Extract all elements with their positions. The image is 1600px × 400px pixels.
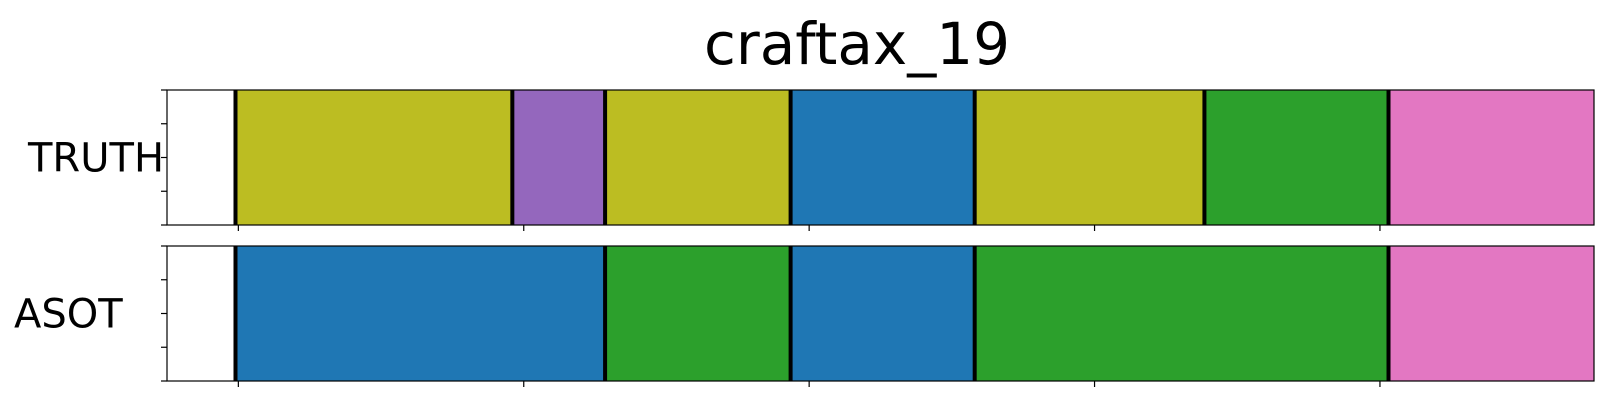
row-label-asot: ASOT [14,292,123,338]
segment-truth-5 [1204,90,1389,225]
segment-asot-1 [605,246,791,381]
segment-asot-2 [790,246,975,381]
segment-truth-1 [512,90,606,225]
segment-truth-2 [605,90,791,225]
segment-truth-0 [235,90,513,225]
segment-asot-4 [1388,246,1594,381]
segment-truth-3 [790,90,975,225]
chart-title: craftax_19 [704,10,1010,78]
segment-truth-6 [1388,90,1594,225]
segment-truth-4 [974,90,1205,225]
segment-asot-0 [235,246,606,381]
row-label-truth: TRUTH [27,136,164,182]
segment-asot-3 [974,246,1389,381]
panels: TRUTH ASOT [14,89,1595,387]
